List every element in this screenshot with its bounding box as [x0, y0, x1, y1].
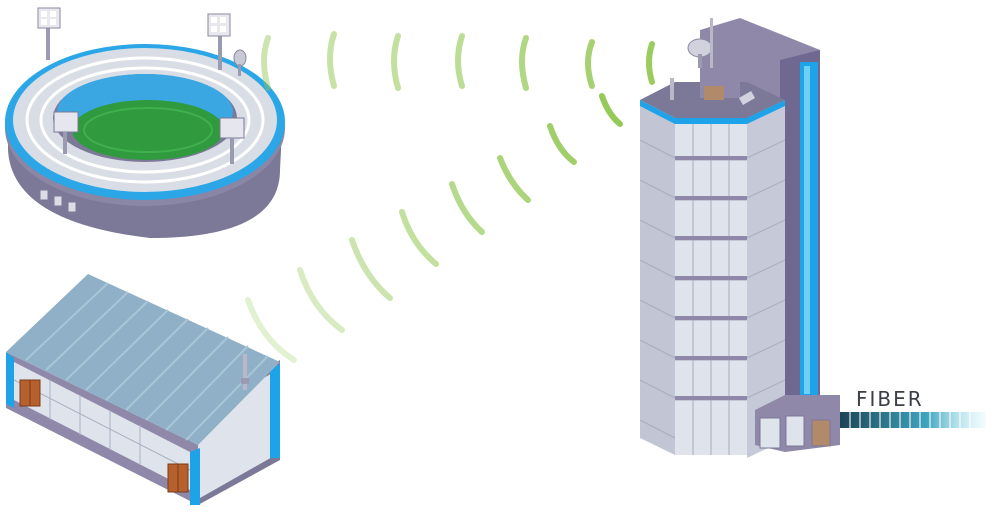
door-icon	[167, 463, 189, 493]
stadium-icon	[5, 7, 285, 238]
office-tower-icon	[639, 18, 840, 458]
antenna-icon	[241, 354, 249, 390]
warehouse-icon	[6, 274, 280, 505]
stadium-light-icon	[37, 7, 61, 60]
wireless-wave-icon	[261, 31, 655, 91]
wireless-wave-icon	[245, 93, 623, 363]
satellite-dish-icon	[233, 49, 247, 76]
fiber-cable-icon	[840, 412, 986, 428]
stadium-light-icon	[207, 13, 231, 70]
fiber-label: FIBER	[856, 387, 924, 411]
door-icon	[19, 379, 41, 407]
antenna-icon	[670, 18, 756, 105]
